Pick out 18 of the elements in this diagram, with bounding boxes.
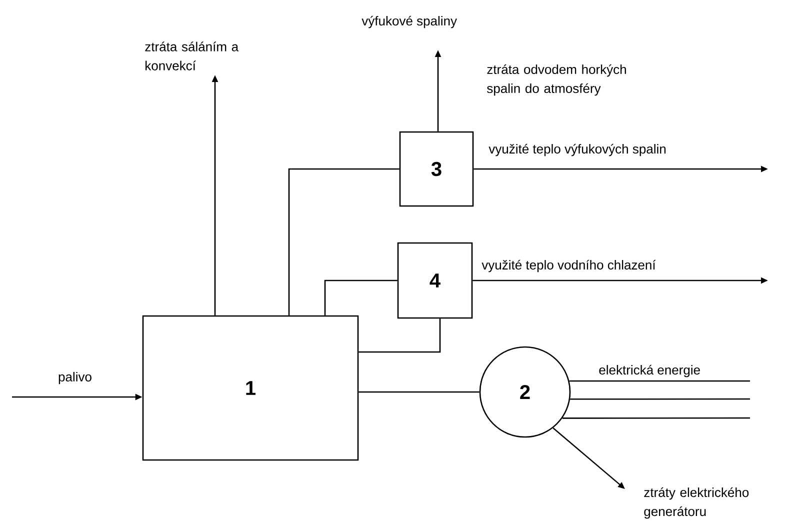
edge-label: využité teplo vodního chlazení (482, 260, 656, 272)
process-box: 4 (397, 242, 473, 319)
edge-label: využité teplo výfukových spalin (488, 144, 666, 156)
connector-line (570, 398, 750, 400)
connector-line (562, 417, 750, 419)
process-box: 1 (142, 315, 359, 461)
edge-label: ztráty elektrického generátoru (644, 487, 749, 519)
edge-label: palivo (58, 372, 92, 384)
connector-line (288, 168, 400, 316)
edge-label: ztráta odvodem horkých spalin do atmosféry (487, 64, 626, 96)
text-label: výfukové spaliny (362, 16, 457, 28)
edge-label: ztráta sáláním a konvekcí (145, 42, 239, 70)
connector-line (358, 318, 441, 353)
connector-line (358, 391, 480, 393)
process-box: 3 (399, 131, 474, 207)
connector-line (569, 380, 750, 382)
connector-line (324, 280, 398, 316)
edge-label: elektrická energie (599, 364, 700, 378)
